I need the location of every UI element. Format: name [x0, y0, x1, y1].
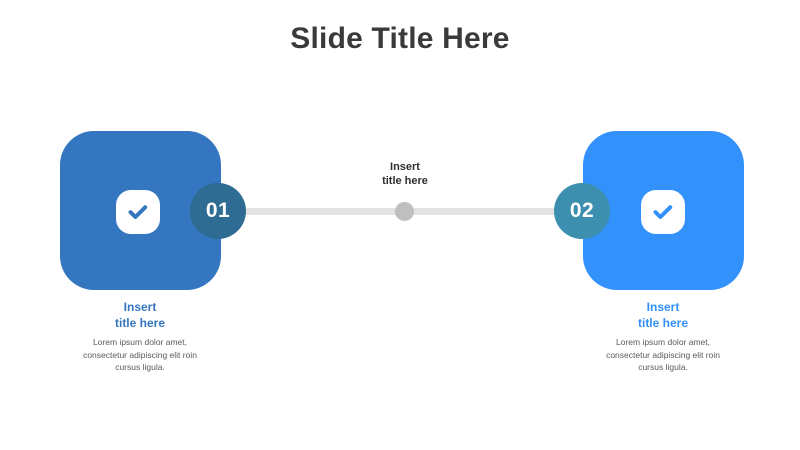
center-label-line2: title here — [382, 175, 428, 188]
check-badge-icon-01 — [116, 190, 160, 234]
step-number-01[interactable]: 01 — [190, 183, 246, 239]
connector-dot — [395, 202, 414, 221]
check-badge-icon-02 — [641, 190, 685, 234]
step-title-02: Insert title here — [583, 300, 743, 331]
step-number-02[interactable]: 02 — [554, 183, 610, 239]
center-label: Insert title here — [340, 160, 470, 188]
center-label-line1: Insert — [390, 161, 420, 173]
step-title-01: Insert title here — [60, 300, 220, 331]
page-title: Slide Title Here — [290, 22, 510, 55]
step-title-02-line2: title here — [637, 315, 688, 330]
step-body-01: Lorem ipsum dolor amet, consectetur adip… — [83, 337, 197, 372]
step-body-02: Lorem ipsum dolor amet, consectetur adip… — [606, 337, 720, 372]
step-caption-02: Insert title here Lorem ipsum dolor amet… — [583, 300, 743, 373]
step-caption-01: Insert title here Lorem ipsum dolor amet… — [60, 300, 220, 373]
step-title-01-line1: Insert — [123, 300, 157, 314]
step-title-01-line2: title here — [114, 315, 165, 330]
step-title-02-line1: Insert — [646, 300, 680, 314]
